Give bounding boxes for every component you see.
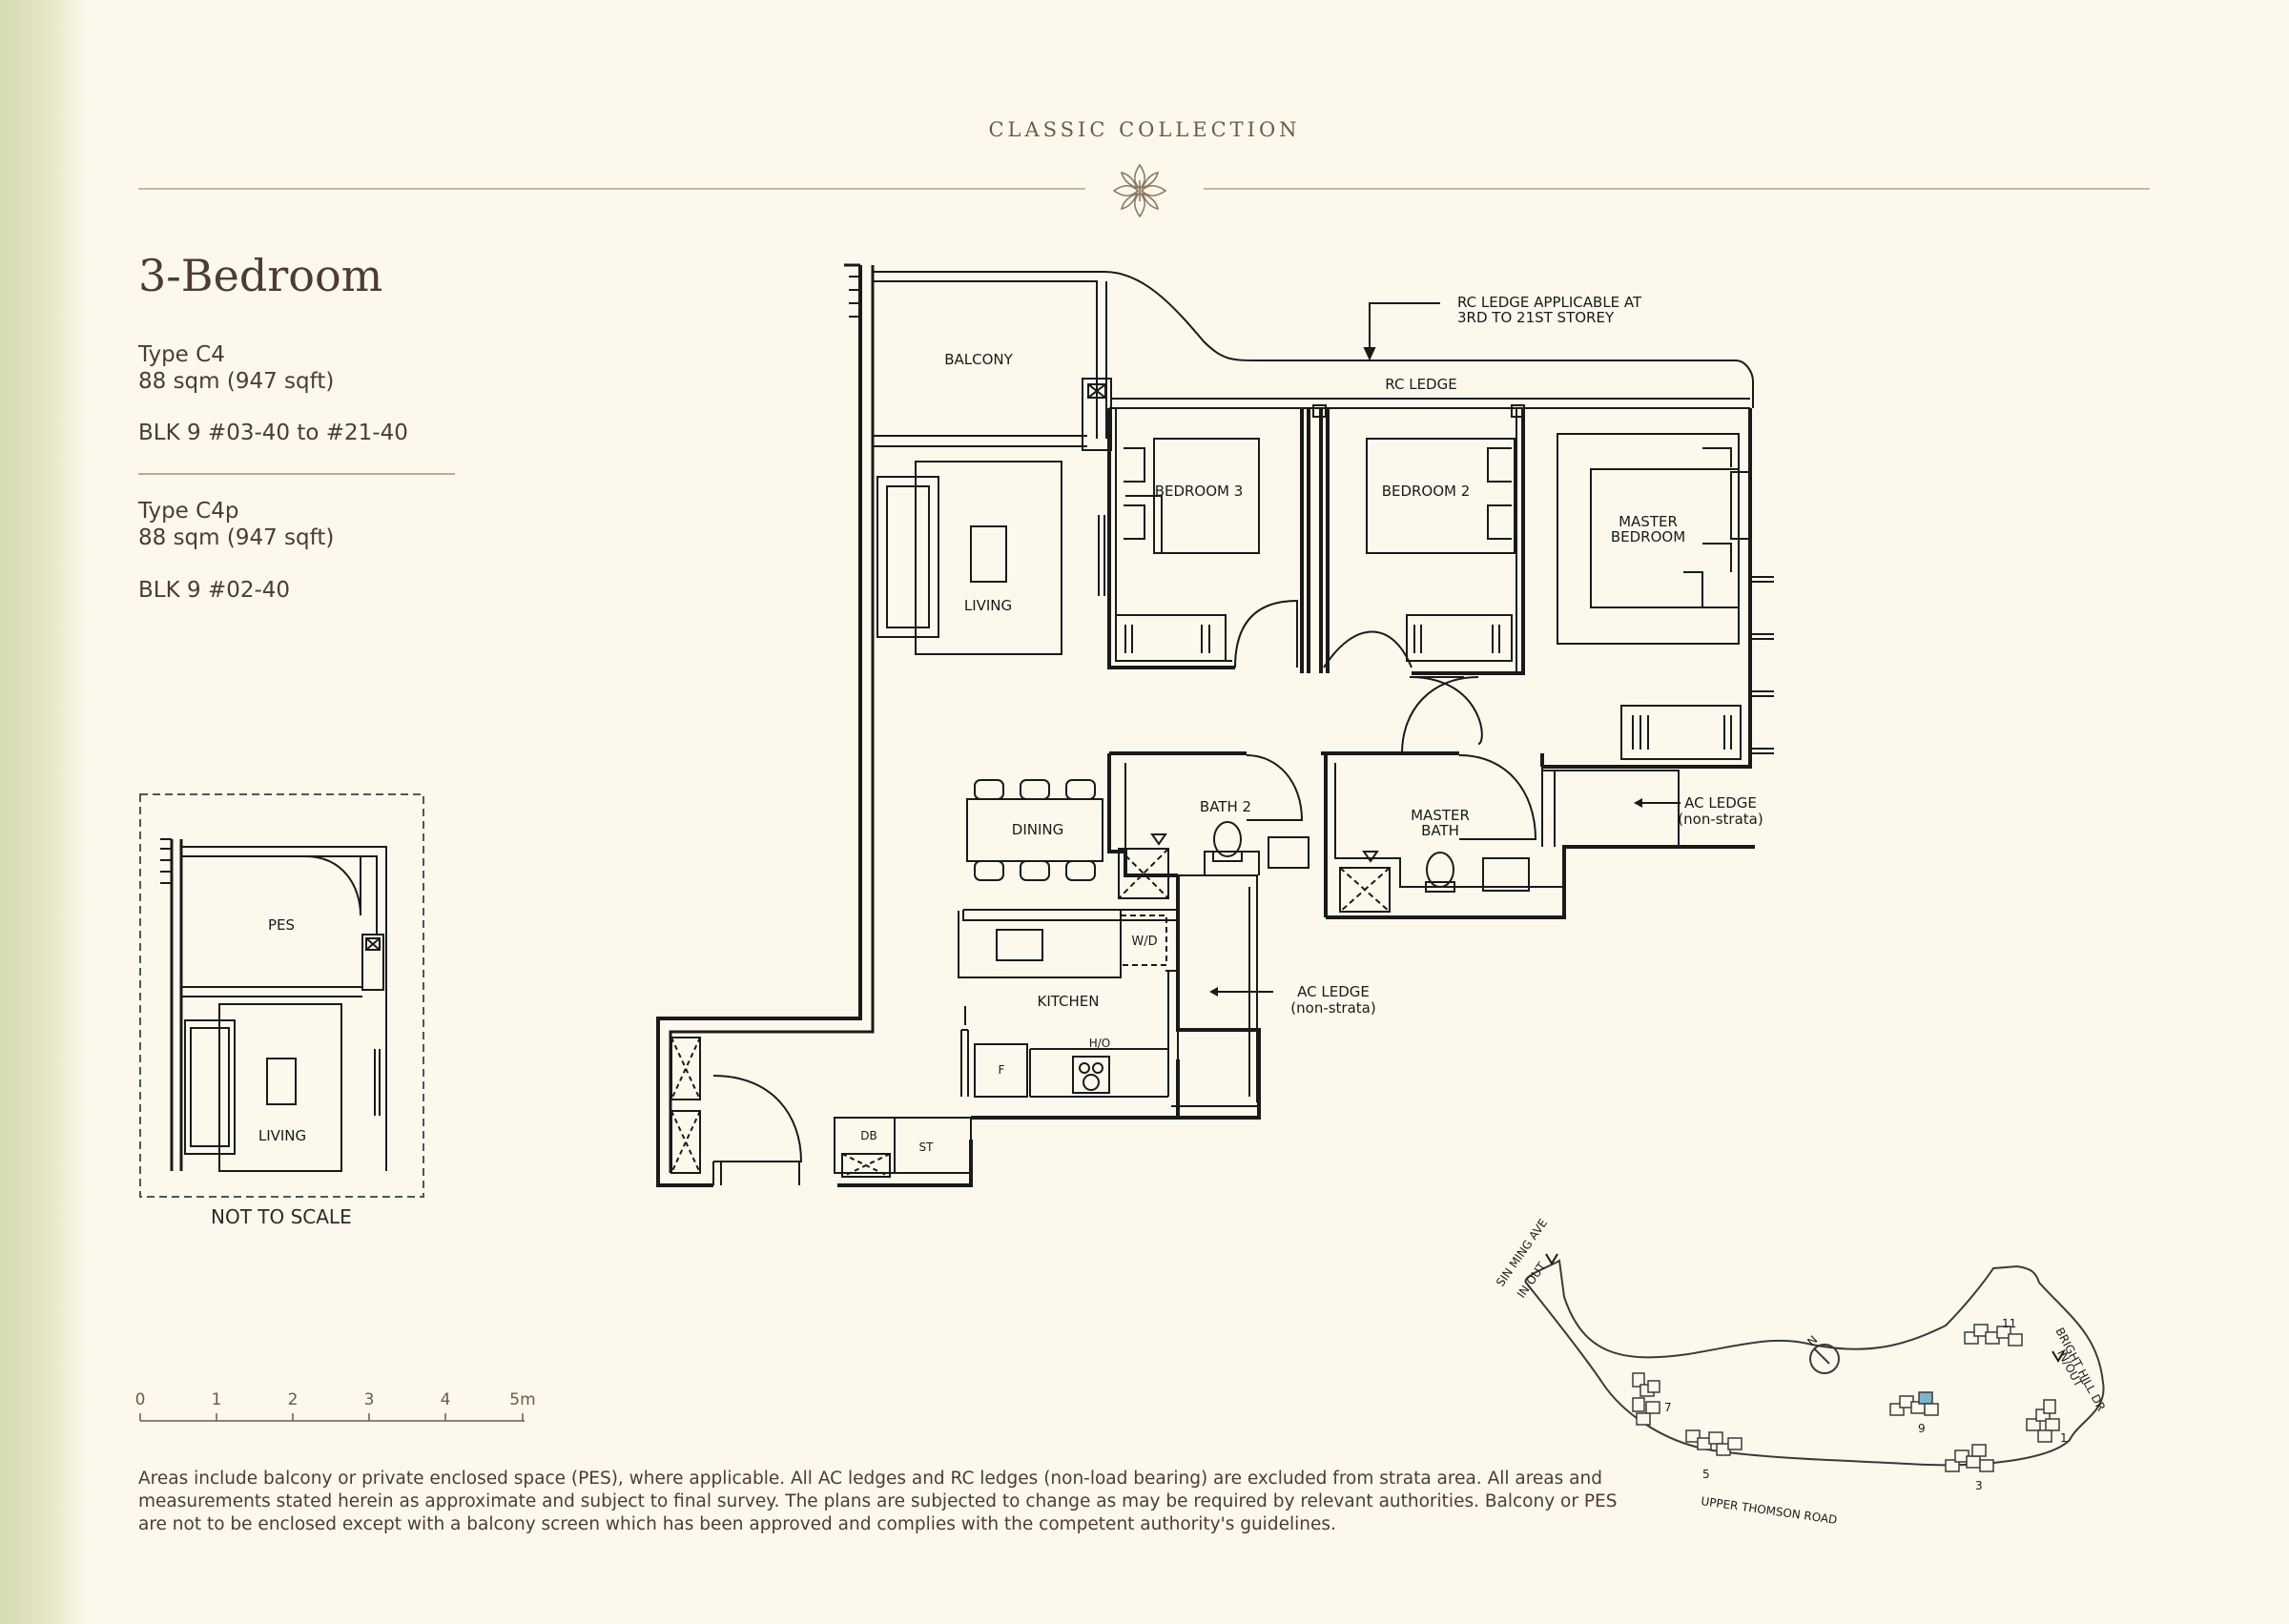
road-sin-ming-1: SIN MING AVE <box>1494 1217 1550 1289</box>
ac-ledge-east-note: (non-strata) <box>1678 811 1763 828</box>
label-master-2: BEDROOM <box>1611 528 1685 545</box>
info-divider <box>138 473 455 475</box>
block-label-9: 9 <box>1918 1422 1926 1435</box>
outer-wall-south <box>837 1140 973 1187</box>
type-a-block: BLK 9 #03-40 to #21-40 <box>138 421 408 445</box>
fridge <box>974 1043 1028 1098</box>
block-label-1: 1 <box>2060 1431 2068 1445</box>
inset-pes-plan <box>139 793 424 1198</box>
outer-wall-bath <box>1326 845 1755 919</box>
type-b-label: Type C4p <box>138 499 239 524</box>
sin-ming-entry-icon <box>1545 1253 1558 1265</box>
label-bedroom-2: BEDROOM 2 <box>1382 483 1471 500</box>
site-blocks <box>1632 1324 2060 1472</box>
wardrobe-bedroom-3 <box>1115 614 1227 662</box>
header-rule-right <box>1204 188 2150 190</box>
type-a-label: Type C4 <box>138 342 225 367</box>
block-label-7: 7 <box>1664 1401 1672 1414</box>
label-balcony: BALCONY <box>944 351 1013 368</box>
type-b-block: BLK 9 #02-40 <box>138 578 291 603</box>
washer-dryer <box>1120 915 1167 966</box>
outer-wall-kitchen <box>971 875 1261 1120</box>
block-5 <box>1685 1429 1743 1456</box>
decorative-side-band <box>0 0 88 1624</box>
ac-unit-icon <box>1082 378 1112 451</box>
inset-label-pes: PES <box>268 916 295 934</box>
block-1 <box>2026 1399 2060 1443</box>
type-b-area: 88 sqm (947 sqft) <box>138 525 335 550</box>
emblem-icon <box>1112 163 1167 218</box>
block-9 <box>1889 1391 1939 1416</box>
outer-wall-east <box>1542 408 1752 769</box>
scale-bar: 0 1 2 3 4 5m <box>135 1390 536 1422</box>
hob <box>1072 1056 1110 1094</box>
label-bath-2: BATH 2 <box>1200 798 1251 815</box>
block-label-3: 3 <box>1975 1479 1983 1492</box>
block-7 <box>1632 1372 1660 1426</box>
label-ho: H/O <box>1089 1037 1111 1050</box>
shower-master-bath <box>1339 867 1391 913</box>
label-db: DB <box>860 1129 876 1142</box>
label-master-bath-2: BATH <box>1421 822 1459 839</box>
wardrobe-master <box>1620 705 1742 760</box>
scale-tick-1: 1 <box>212 1390 222 1409</box>
bright-hill-entry-icon <box>2052 1350 2065 1363</box>
block-label-11: 11 <box>2002 1317 2016 1330</box>
shower-bath-2 <box>1118 848 1169 899</box>
bed-bedroom-2 <box>1366 438 1516 554</box>
scale-tick-3: 3 <box>364 1390 375 1409</box>
ac-ledge-east-label: AC LEDGE <box>1684 794 1757 812</box>
basin-master-bath <box>1482 857 1530 892</box>
site-key-plan <box>1524 1259 2105 1467</box>
scale-tick-4: 4 <box>441 1390 451 1409</box>
label-master-bath-1: MASTER <box>1411 807 1470 824</box>
label-rc-ledge: RC LEDGE <box>1385 376 1456 393</box>
scale-tick-5: 5m <box>509 1390 535 1409</box>
ac-ledge-south-note: (non-strata) <box>1290 999 1375 1017</box>
rc-ledge-outline <box>873 271 1754 408</box>
label-bedroom-3: BEDROOM 3 <box>1155 483 1244 500</box>
not-to-scale-label: NOT TO SCALE <box>211 1205 352 1228</box>
label-living: LIVING <box>964 597 1012 614</box>
label-kitchen: KITCHEN <box>1038 993 1100 1010</box>
header-rule-left <box>138 188 1085 190</box>
rc-note-line-2: 3RD TO 21ST STOREY <box>1457 309 1615 326</box>
outer-wall-west <box>656 265 862 1187</box>
label-dining: DINING <box>1012 821 1063 838</box>
type-a-area: 88 sqm (947 sqft) <box>138 369 335 394</box>
road-upper-thomson: UPPER THOMSON ROAD <box>1701 1494 1839 1527</box>
db-cabinet <box>841 1153 891 1178</box>
scale-tick-2: 2 <box>288 1390 299 1409</box>
label-fridge: F <box>999 1063 1005 1077</box>
block-3 <box>1945 1444 1994 1472</box>
road-bright-hill-1: BRIGHT HILL DR <box>2052 1326 2108 1413</box>
scale-tick-0: 0 <box>135 1390 146 1409</box>
rc-note-line-1: RC LEDGE APPLICABLE AT <box>1457 294 1642 311</box>
living-rug <box>915 461 1062 655</box>
wardrobe-bedroom-2 <box>1406 614 1513 662</box>
ac-ledge-south-label: AC LEDGE <box>1297 983 1370 1000</box>
label-st: ST <box>919 1141 935 1154</box>
collection-title: CLASSIC COLLECTION <box>988 118 1301 141</box>
block-11 <box>1964 1324 2023 1346</box>
disclaimer-footnote: Areas include balcony or private enclose… <box>138 1469 1618 1534</box>
block-label-5: 5 <box>1702 1468 1710 1481</box>
label-master-1: MASTER <box>1619 513 1678 530</box>
basin-bath-2 <box>1268 836 1309 869</box>
inset-label-living: LIVING <box>258 1127 306 1144</box>
unit-title: 3-Bedroom <box>138 250 383 301</box>
label-wd: W/D <box>1131 935 1157 949</box>
